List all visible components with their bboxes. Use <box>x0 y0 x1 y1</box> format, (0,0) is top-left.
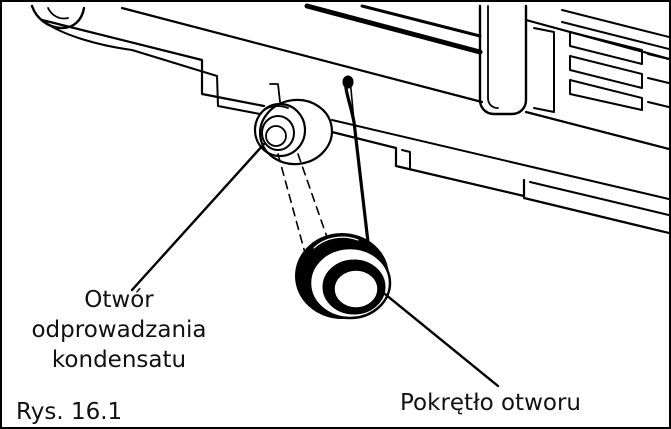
housing-lower-edge <box>40 18 669 235</box>
alignment-dashes <box>277 153 329 265</box>
leader-line-drain-hole <box>130 142 266 292</box>
top-left-feature <box>30 4 86 30</box>
label-knob: Pokrętło otworu <box>400 390 581 416</box>
label-drain-hole-line2: odprowadzania <box>31 317 207 343</box>
drain-knob <box>295 233 392 320</box>
figure-number: Rys. 16.1 <box>16 399 123 425</box>
leader-line-knob <box>378 288 500 388</box>
drain-hole-boss <box>253 98 334 166</box>
leader-lines <box>130 142 500 388</box>
housing-back-edges <box>120 3 484 104</box>
knob-tether <box>342 75 370 244</box>
label-drain-hole-line3: kondensatu <box>51 347 187 373</box>
label-drain-hole-line1: Otwór <box>84 287 154 313</box>
ventilation-grille <box>478 4 669 151</box>
label-drain-hole: Otwór odprowadzania kondensatu <box>16 285 222 375</box>
